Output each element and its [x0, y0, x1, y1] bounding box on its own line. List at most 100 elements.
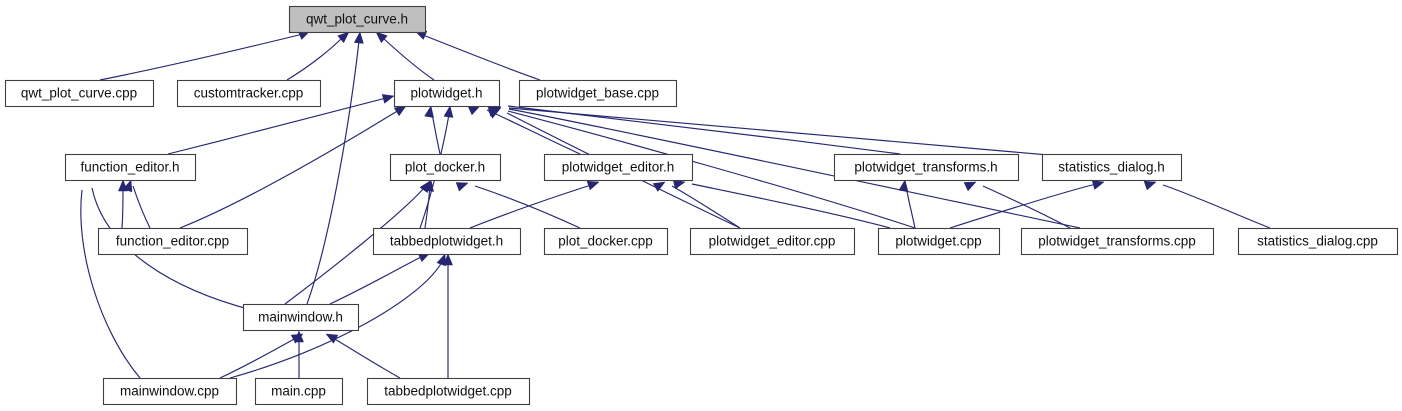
graph-node-mainwindow-h[interactable]: mainwindow.h [242, 303, 360, 332]
graph-edge [179, 105, 407, 229]
node-label: plotwidget_base.cpp [536, 86, 659, 101]
graph-edge [414, 30, 541, 81]
edge-arrowhead [443, 253, 453, 266]
node-label: tabbedplotwidget.cpp [384, 384, 512, 399]
edge-arrowhead [419, 180, 431, 194]
node-box[interactable] [64, 153, 197, 182]
node-box[interactable] [1237, 227, 1399, 256]
edge-line [1162, 184, 1271, 229]
node-box[interactable] [4, 79, 155, 108]
node-box[interactable] [102, 377, 238, 406]
node-box[interactable] [1041, 153, 1183, 182]
edge-line [329, 255, 424, 305]
edge-line [121, 185, 124, 229]
node-box[interactable] [389, 153, 502, 182]
edge-line [306, 40, 360, 305]
graph-node-plotwidget-editor-h[interactable]: plotwidget_editor.h [543, 153, 694, 182]
node-label: plotwidget.h [410, 86, 482, 101]
graph-edge [1143, 180, 1271, 229]
graph-edge [898, 179, 916, 229]
node-label: customtracker.cpp [194, 86, 304, 101]
graph-node-statistics-dialog-h[interactable]: statistics_dialog.h [1041, 153, 1183, 182]
node-box[interactable] [543, 153, 694, 182]
graph-edge [306, 31, 364, 305]
edge-arrowhead [294, 330, 304, 343]
graph-edge [424, 105, 441, 155]
edge-arrowhead [963, 181, 977, 192]
graph-edge [489, 103, 1061, 157]
node-label: plotwidget_transforms.h [854, 160, 997, 175]
graph-edge [469, 180, 600, 229]
edge-line [508, 108, 1081, 229]
graph-node-qwt-plot-curve-h[interactable]: qwt_plot_curve.h [288, 5, 427, 34]
edge-line [179, 109, 400, 229]
edge-line [382, 37, 435, 81]
graph-node-statistics-dialog-cpp[interactable]: statistics_dialog.cpp [1237, 227, 1399, 256]
node-label: plotwidget_editor.h [562, 160, 675, 175]
graph-node-plotwidget-base-cpp[interactable]: plotwidget_base.cpp [518, 79, 678, 108]
graph-node-mainwindow-cpp[interactable]: mainwindow.cpp [102, 377, 238, 406]
graph-edge [375, 31, 435, 81]
edge-arrowhead [455, 182, 469, 192]
edge-line [332, 337, 401, 379]
graph-node-plotwidget-transforms-cpp[interactable]: plotwidget_transforms.cpp [1020, 227, 1215, 256]
graph-edge [219, 333, 304, 379]
node-box[interactable] [97, 227, 249, 256]
edge-line [99, 33, 304, 81]
graph-node-plotwidget-editor-cpp[interactable]: plotwidget_editor.cpp [689, 227, 856, 256]
node-box[interactable] [393, 79, 501, 108]
node-box[interactable] [242, 303, 360, 332]
node-box[interactable] [518, 79, 678, 108]
edge-arrowhead [467, 105, 481, 116]
graph-edge [118, 179, 128, 229]
edge-arrowhead [898, 179, 909, 192]
node-box[interactable] [254, 377, 344, 406]
edge-line [132, 185, 151, 229]
node-box[interactable] [833, 153, 1020, 182]
edge-line [691, 183, 891, 229]
graph-node-plotwidget-transforms-h[interactable]: plotwidget_transforms.h [833, 153, 1020, 182]
edge-arrowhead [652, 181, 666, 192]
node-box[interactable] [366, 377, 531, 406]
edge-line [469, 184, 592, 229]
graph-node-qwt-plot-curve-cpp[interactable]: qwt_plot_curve.cpp [4, 79, 155, 108]
node-label: statistics_dialog.h [1058, 160, 1165, 175]
graph-node-tabbedplotwidget-cpp[interactable]: tabbedplotwidget.cpp [366, 377, 531, 406]
node-box[interactable] [372, 227, 522, 256]
node-box[interactable] [1020, 227, 1215, 256]
edge-line [284, 187, 425, 305]
graph-edge [294, 330, 304, 378]
edge-line [508, 107, 1061, 157]
graph-edge [99, 30, 311, 81]
edge-line [486, 109, 581, 155]
edge-arrowhead [381, 94, 395, 104]
edge-arrowhead [118, 179, 128, 192]
node-box[interactable] [288, 5, 427, 34]
graph-node-function-editor-cpp[interactable]: function_editor.cpp [97, 227, 249, 256]
edge-arrowhead [353, 31, 364, 44]
graph-node-plot-docker-cpp[interactable]: plot_docker.cpp [543, 227, 669, 256]
node-box[interactable] [689, 227, 856, 256]
node-label: plotwidget.cpp [895, 234, 981, 249]
node-box[interactable] [543, 227, 669, 256]
node-box[interactable] [176, 79, 322, 108]
node-box[interactable] [877, 227, 1001, 256]
graph-edge [455, 182, 581, 229]
node-label: statistics_dialog.cpp [1257, 234, 1378, 249]
graph-node-customtracker-cpp[interactable]: customtracker.cpp [176, 79, 322, 108]
edge-line [507, 105, 901, 155]
node-label: main.cpp [271, 384, 326, 399]
edge-arrowhead [1091, 180, 1105, 190]
graph-edge [443, 253, 453, 378]
graph-node-plot-docker-h[interactable]: plot_docker.h [389, 153, 502, 182]
graph-node-tabbedplotwidget-h[interactable]: tabbedplotwidget.h [372, 227, 522, 256]
graph-node-function-editor-h[interactable]: function_editor.h [64, 153, 197, 182]
graph-edge [284, 180, 431, 305]
graph-node-main-cpp[interactable]: main.cpp [254, 377, 344, 406]
node-label: plotwidget_transforms.cpp [1038, 234, 1196, 249]
graph-node-plotwidget-cpp[interactable]: plotwidget.cpp [877, 227, 1001, 256]
edge-line [949, 183, 1097, 229]
edge-arrowhead [337, 31, 350, 44]
graph-node-plotwidget-h[interactable]: plotwidget.h [393, 79, 501, 108]
